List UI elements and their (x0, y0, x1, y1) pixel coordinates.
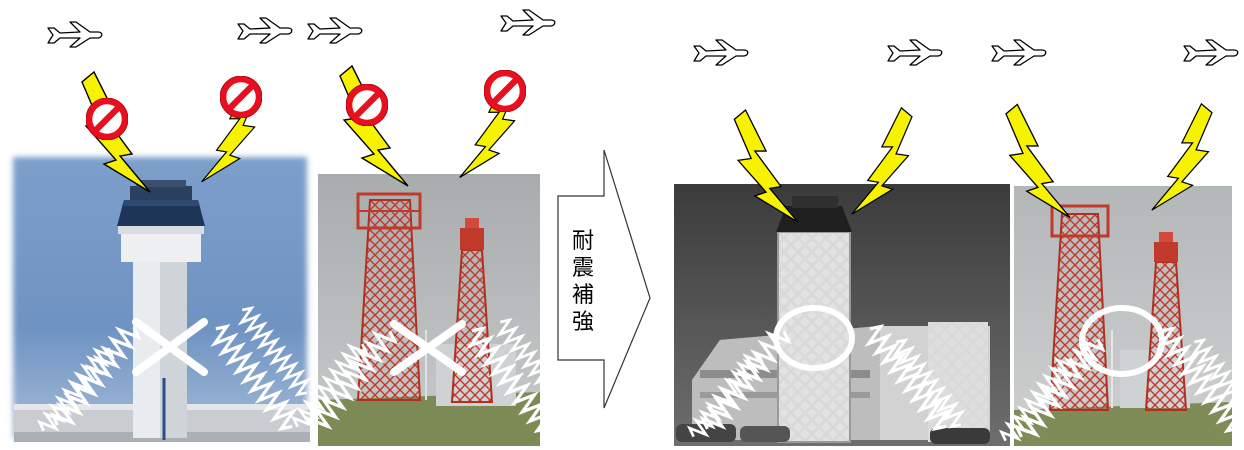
no-entry-icon (86, 98, 128, 140)
x-mark-icon (390, 320, 466, 376)
airplane-icon (693, 39, 749, 66)
no-entry-icon (220, 76, 262, 118)
airplane-icon (1183, 39, 1239, 66)
airplane-icon (500, 9, 556, 36)
ok-circles (773, 305, 1165, 377)
x-marks (132, 318, 466, 376)
reinforced-circle-icon (773, 305, 855, 371)
x-mark-icon (132, 318, 208, 376)
reinforced-circle-icon (1079, 305, 1165, 377)
no-entry-icon (346, 84, 388, 126)
airplane-icon (887, 39, 943, 66)
lightning-bolt-icon (339, 65, 409, 187)
prohibited-signs (86, 70, 526, 140)
no-entry-icon (484, 70, 526, 112)
airplane-icon (991, 39, 1047, 66)
airplane-icon (47, 21, 103, 48)
before-antenna-photo (318, 174, 540, 446)
after-tower-photo (674, 184, 1010, 446)
arrow-label: 耐 震 補 強 (571, 229, 594, 335)
before-tower-photo (0, 143, 321, 450)
reinforcement-arrow (557, 149, 651, 409)
airplanes (47, 9, 1239, 66)
airplane-icon (307, 17, 363, 44)
airplane-icon (237, 17, 293, 44)
